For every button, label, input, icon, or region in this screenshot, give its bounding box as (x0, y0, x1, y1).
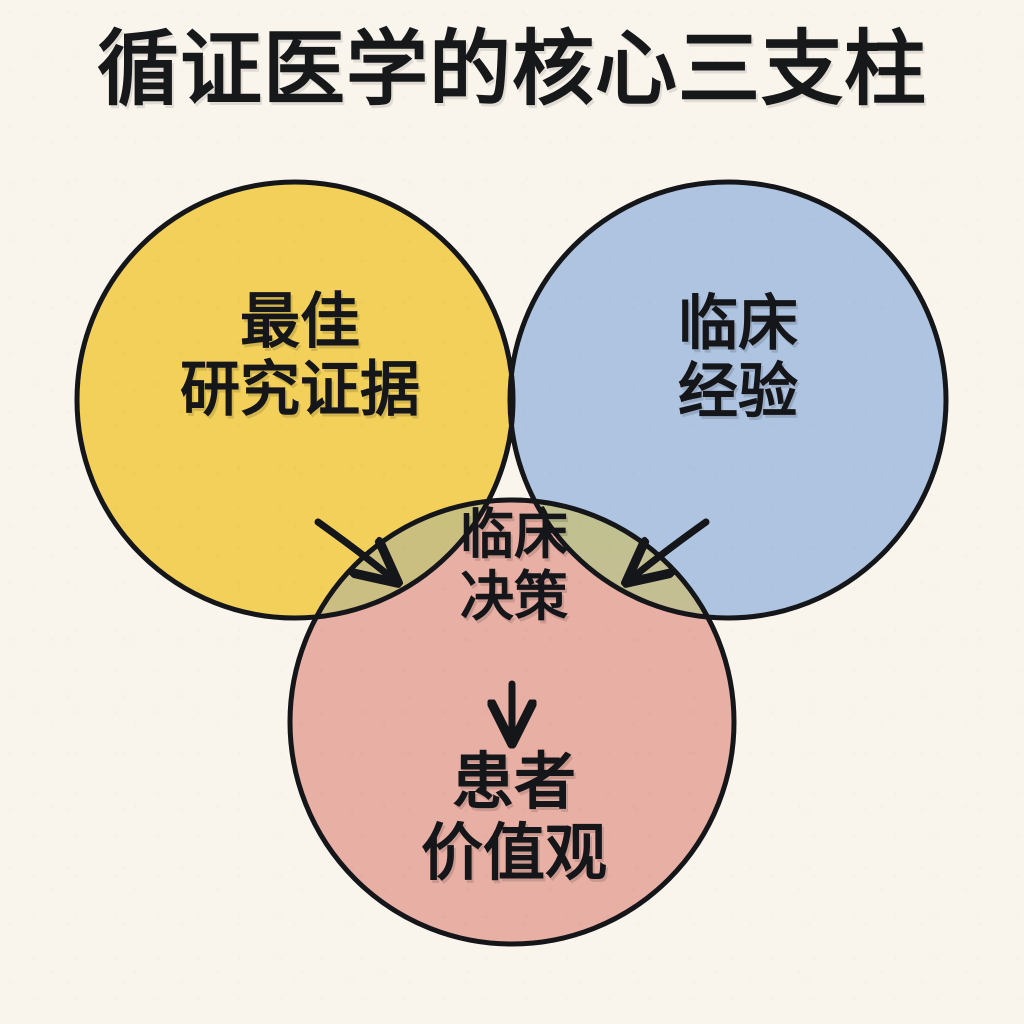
page-title: 循证医学的核心三支柱 (96, 24, 927, 115)
circle-fill-best-research-evidence (77, 182, 513, 618)
arrow-experience-to-decision (632, 518, 710, 578)
venn-outlines (74, 179, 949, 947)
circle-outline-clinical-experience[interactable] (507, 179, 949, 621)
circle-fill-clinical-experience (510, 182, 946, 618)
circle-outline-best-research-evidence[interactable] (74, 179, 516, 621)
arrows (314, 518, 710, 736)
arrow-evidence-to-decision (314, 518, 392, 578)
circle-outline-patient-values[interactable] (287, 497, 737, 947)
venn-fills (77, 182, 946, 944)
